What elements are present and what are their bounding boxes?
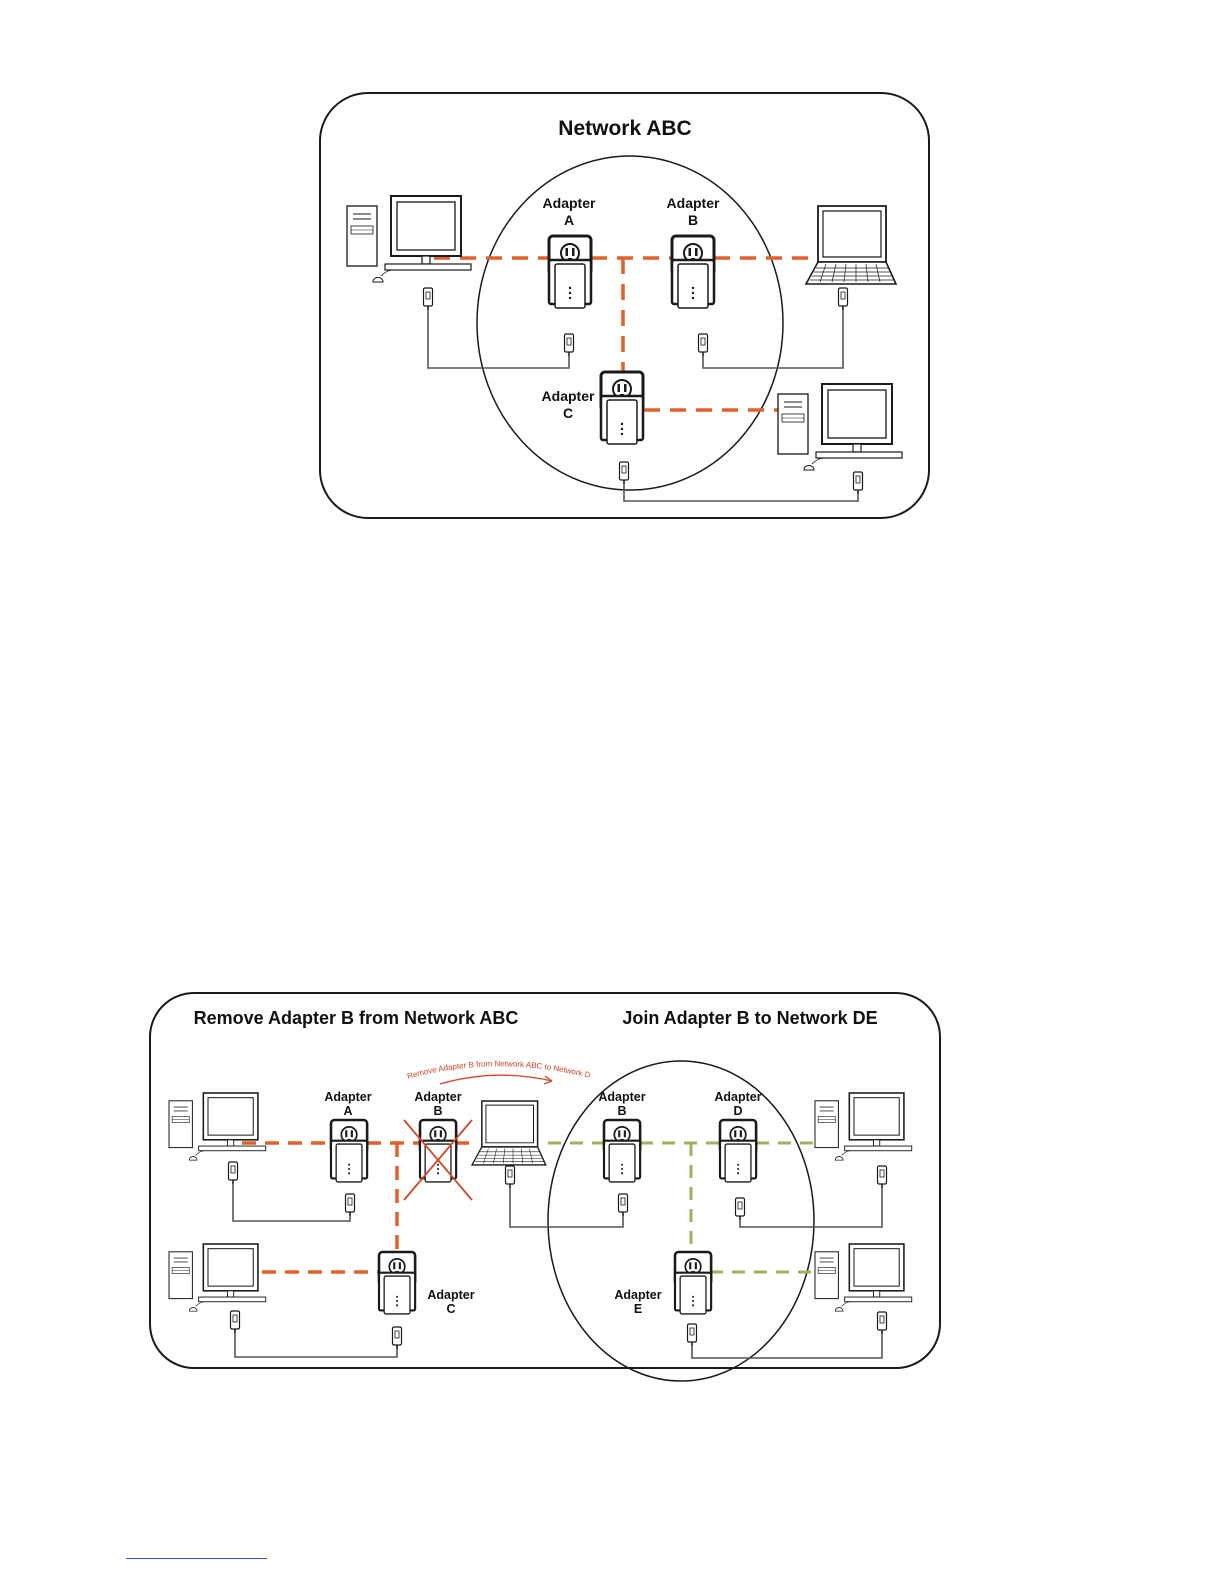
adapter-a-label: Adapter [543,195,596,211]
powerline-adapter-icon [601,372,643,444]
remove-title: Remove Adapter B from Network ABC [194,1008,519,1028]
powerline-adapter-icon [549,236,591,308]
laptop-icon [472,1101,546,1165]
adapter-c-letter: C [563,405,573,421]
adapter-e-letter: E [634,1302,642,1316]
adapter-b-label: Adapter [667,195,720,211]
adapter-b-letter: B [688,212,698,228]
powerline-adapter-icon [331,1120,367,1182]
adapter-d-letter: D [733,1104,742,1118]
adapter-a-letter: A [564,212,574,228]
laptop-icon [806,206,896,284]
powerline-adapter-icon [379,1252,415,1314]
powerline-adapter-icon [672,236,714,308]
adapter-c-letter: C [446,1302,455,1316]
adapter-b-old-letter: B [433,1104,442,1118]
powerline-adapter-icon [604,1120,640,1182]
adapter-a-letter: A [343,1104,352,1118]
adapter-d-label: Adapter [714,1090,761,1104]
join-title: Join Adapter B to Network DE [622,1008,877,1028]
adapter-c-label: Adapter [427,1288,474,1302]
powerline-adapter-icon [720,1120,756,1182]
adapter-b-new-label: Adapter [598,1090,645,1104]
diagram-network-abc: Network ABC Adapter A [320,93,929,518]
adapter-a-label: Adapter [324,1090,371,1104]
powerline-adapter-icon [675,1252,711,1314]
adapter-e-label: Adapter [614,1288,661,1302]
adapter-c-label: Adapter [542,388,595,404]
powerline-adapter-icon [420,1120,456,1182]
network-abc-title: Network ABC [558,117,691,140]
adapter-b-old-label: Adapter [414,1090,461,1104]
footer-rule [126,1558,267,1559]
move-diagram-frame [150,993,940,1368]
adapter-b-new-letter: B [617,1104,626,1118]
